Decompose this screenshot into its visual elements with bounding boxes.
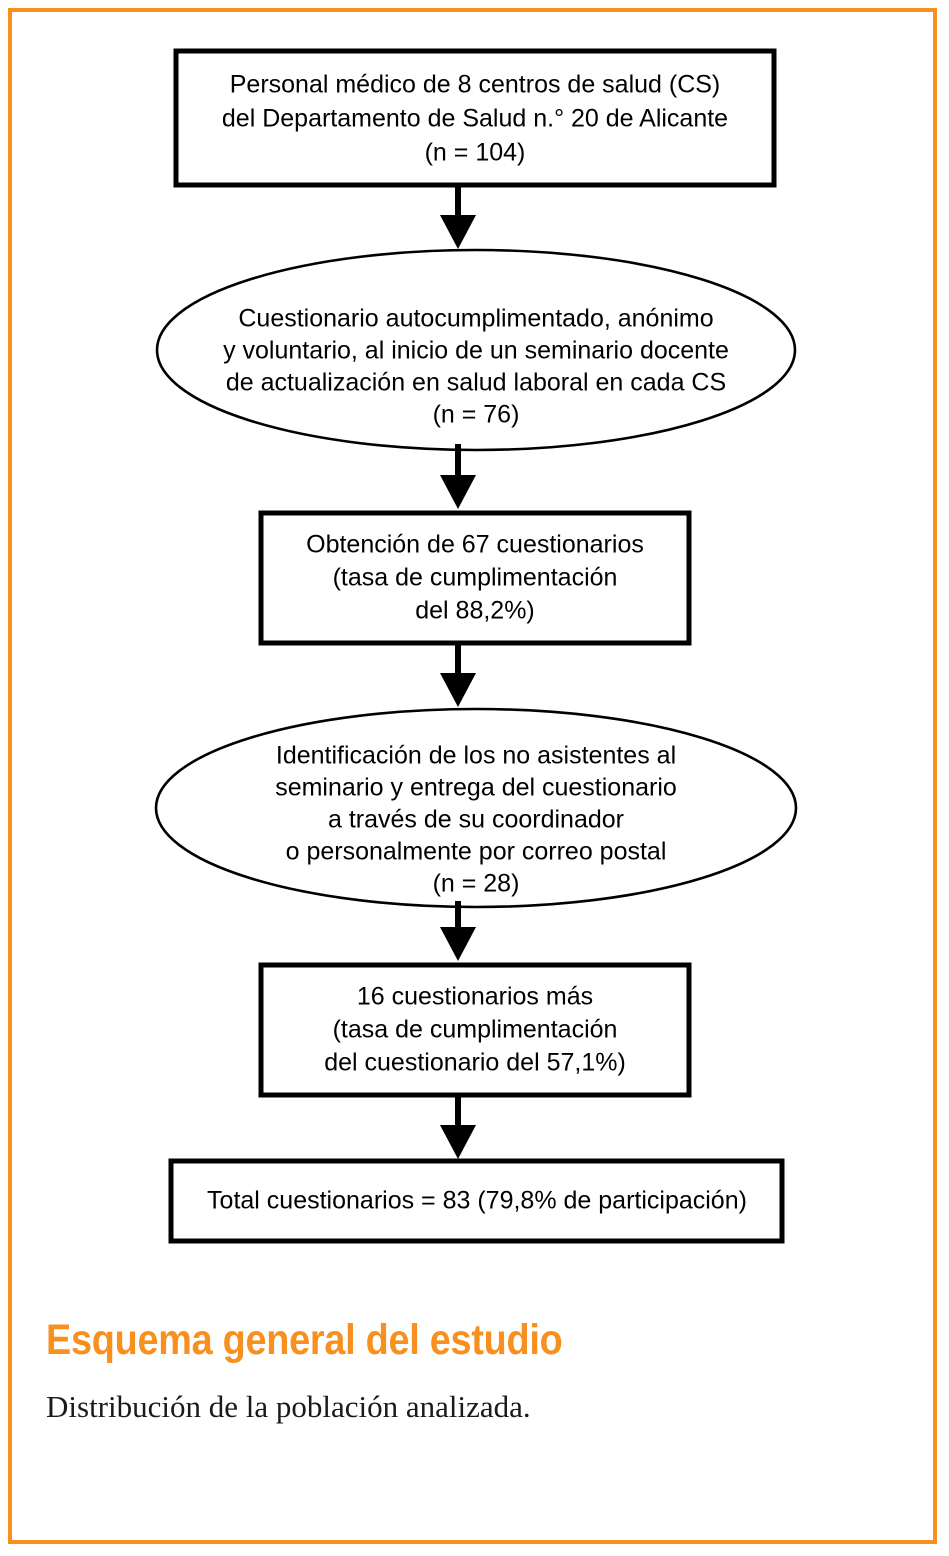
node-3-line-1: Obtención de 67 cuestionarios [306,531,644,559]
node-5-shape [258,962,692,1098]
node-5-line-1: 16 cuestionarios más [357,983,593,1011]
node-6-shape [168,1158,785,1244]
node-2-line-1: Cuestionario autocumplimentado, anónimo [238,305,713,333]
flow-edge-3-to-4 [440,643,476,707]
flow-edge-2-to-3 [440,444,476,509]
node-4-line-2: seminario y entrega del cuestionario [275,774,677,802]
flow-node-6: Total cuestionarios = 83 (79,8% de parti… [168,1158,785,1244]
edge-3-arrowhead-icon [440,673,476,707]
edge-2-arrowhead-icon [440,475,476,509]
node-2-line-2: y voluntario, al inicio de un seminario … [223,337,729,365]
edge-4-arrowhead-icon [440,927,476,961]
node-2-line-4: (n = 76) [433,401,520,429]
node-5-line-3: del cuestionario del 57,1%) [324,1049,626,1077]
node-4-line-3: a través de su coordinador [328,806,624,834]
node-4-line-4: o personalmente por correo postal [286,838,667,866]
figure-caption: Esquema general del estudio Distribución… [46,1316,876,1425]
node-1-line-3: (n = 104) [425,139,526,167]
node-1-shape [173,48,777,188]
flow-node-1: Personal médico de 8 centros de salud (C… [173,48,777,188]
node-6-line-1: Total cuestionarios = 83 (79,8% de parti… [207,1187,747,1215]
edge-5-arrowhead-icon [440,1125,476,1159]
caption-subtitle: Distribución de la población analizada. [46,1389,531,1425]
node-5-line-2: (tasa de cumplimentación [333,1016,618,1044]
flow-node-5: 16 cuestionarios más (tasa de cumpliment… [258,962,692,1098]
flow-node-4: Identificación de los no asistentes al s… [154,707,798,909]
node-3-line-2: (tasa de cumplimentación [333,564,618,592]
node-4-line-1: Identificación de los no asistentes al [276,742,676,770]
caption-title: Esquema general del estudio [46,1316,563,1364]
flow-edge-4-to-5 [440,901,476,961]
node-2-line-3: de actualización en salud laboral en cad… [226,369,726,397]
node-2-shape [155,248,797,452]
flow-edge-5-to-6 [440,1095,476,1159]
edge-1-arrowhead-icon [440,215,476,249]
node-1-line-2: del Departamento de Salud n.° 20 de Alic… [222,105,728,133]
node-3-line-3: del 88,2%) [415,597,535,625]
flow-node-3: Obtención de 67 cuestionarios (tasa de c… [258,510,692,646]
node-4-shape [154,707,798,909]
flow-node-2: Cuestionario autocumplimentado, anónimo … [155,248,797,452]
node-3-shape [258,510,692,646]
flowchart-canvas: Personal médico de 8 centros de salud (C… [154,48,798,1244]
flow-edge-1-to-2 [440,185,476,249]
node-4-line-5: (n = 28) [433,870,520,898]
node-1-line-1: Personal médico de 8 centros de salud (C… [230,71,721,99]
